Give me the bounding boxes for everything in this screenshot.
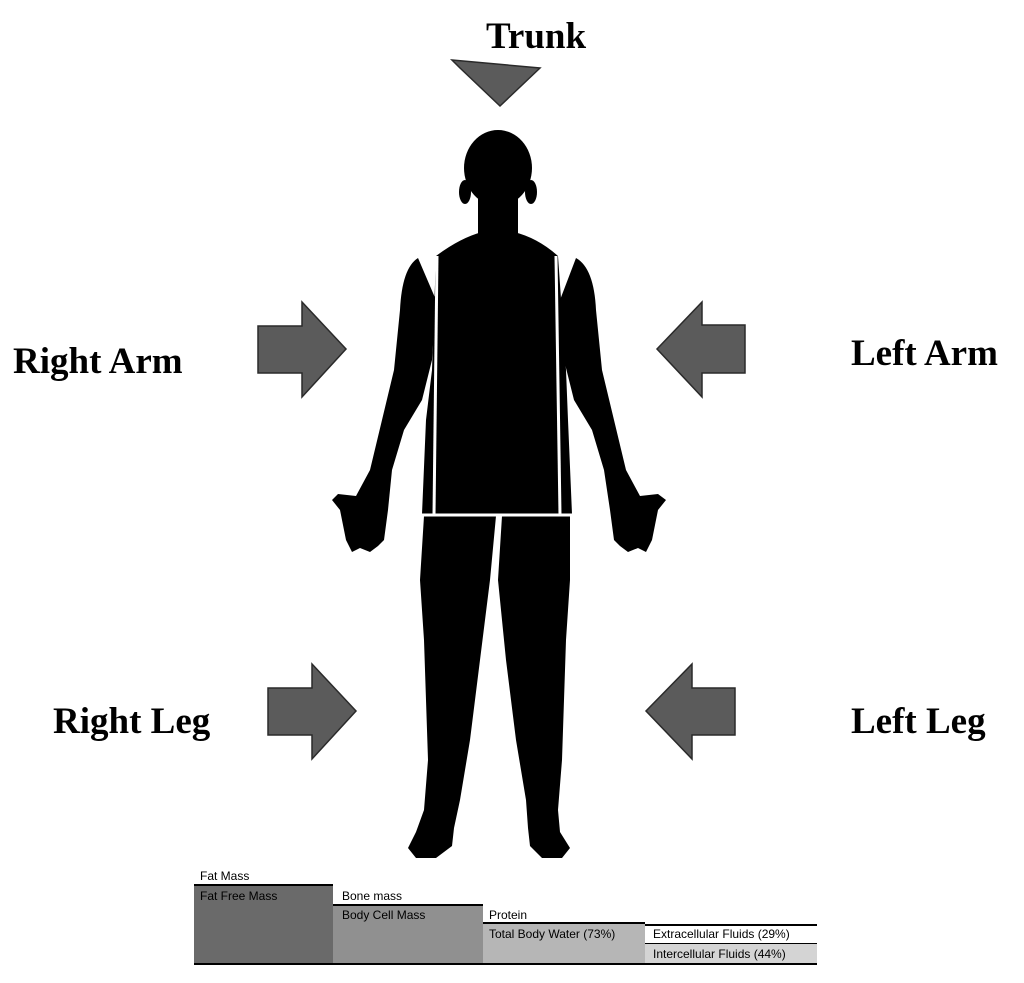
fat-free-mass-block (194, 886, 333, 964)
trunk-label: Trunk (486, 16, 587, 57)
total-body-water-label: Total Body Water (73%) (489, 927, 616, 941)
baseline-rule (194, 963, 817, 965)
bone-mass-rule (333, 904, 483, 906)
fat-free-mass-label: Fat Free Mass (200, 889, 278, 903)
right-leg-label: Right Leg (53, 701, 211, 742)
fluids-block (645, 944, 817, 964)
intercellular-fluids-label: Intercellular Fluids (44%) (653, 947, 786, 961)
extracellular-rule (645, 924, 817, 926)
intercellular-rule (645, 943, 817, 944)
extracellular-fluids-label: Extracellular Fluids (29%) (653, 927, 790, 941)
human-silhouette (332, 130, 666, 858)
left-arm-arrow (655, 300, 746, 399)
right-leg-arrow (267, 662, 358, 761)
fat-mass-label: Fat Mass (200, 869, 250, 883)
right-arm-arrow (257, 300, 348, 399)
fat-mass-rule (194, 884, 333, 886)
left-leg-arrow (644, 662, 736, 761)
segment-lines (420, 255, 574, 517)
bone-mass-label: Bone mass (342, 889, 403, 903)
trunk-arrow (450, 59, 542, 108)
body-cell-mass-label: Body Cell Mass (342, 908, 426, 922)
left-leg-label: Left Leg (851, 701, 986, 742)
left-arm-label: Left Arm (851, 333, 998, 374)
total-body-water-block (483, 924, 645, 964)
right-arm-label: Right Arm (13, 341, 183, 382)
body-cell-mass-block (333, 906, 483, 964)
protein-label: Protein (489, 908, 528, 922)
protein-rule (483, 922, 645, 924)
